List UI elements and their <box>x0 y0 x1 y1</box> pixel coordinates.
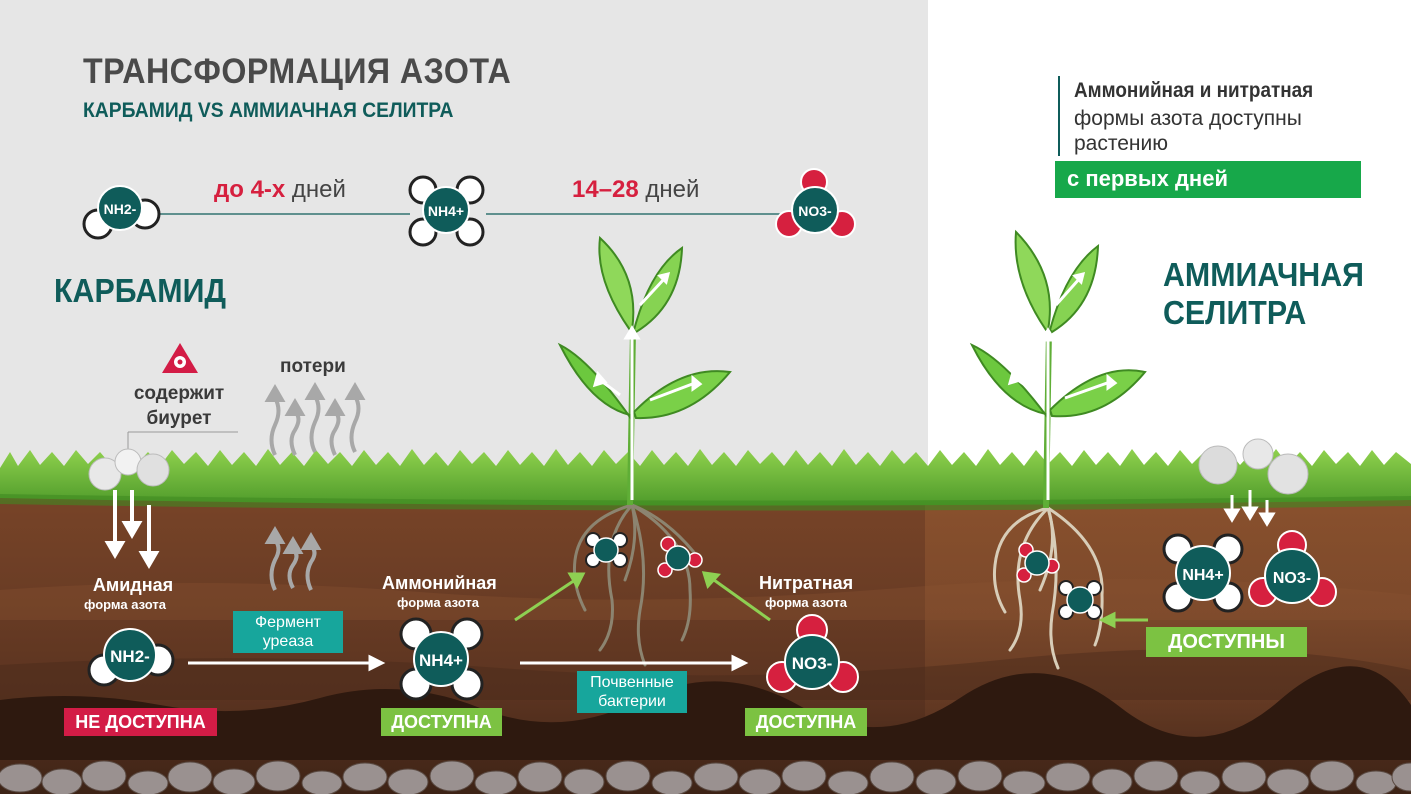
timeline-stage2: 14–28 дней <box>572 176 699 204</box>
warning-text: содержит биурет <box>133 383 225 429</box>
molecule-no3-right: NO3- <box>1248 530 1337 607</box>
info-bold: Аммонийная и нитратная <box>1074 79 1314 102</box>
mol-nh4-label: NH4+ <box>428 203 464 219</box>
molecule-no3-timeline: NO3- <box>775 168 856 238</box>
molecule-nh2-soil: NH2- <box>87 628 175 687</box>
page-subtitle: КАРБАМИД VS АММИАЧНАЯ СЕЛИТРА <box>83 99 454 122</box>
loss-arrows <box>264 382 366 591</box>
soil-nh4-label: NH4+ <box>419 651 463 670</box>
warning-icon <box>162 343 198 373</box>
stage2-unit: дней <box>645 176 700 203</box>
soil-no3-label: NO3- <box>792 654 833 673</box>
molecule-nh4-timeline: NH4+ <box>408 175 485 247</box>
badge-available-ammonium: ДОСТУПНА <box>381 708 502 736</box>
root-molecule-3 <box>1016 542 1060 583</box>
root-molecule-4 <box>1058 580 1102 620</box>
badge-unavailable: НЕ ДОСТУПНА <box>64 708 217 736</box>
badge-available-right: ДОСТУПНЫ <box>1146 627 1307 657</box>
stage1-highlight: до 4-х <box>214 176 286 203</box>
plant-left <box>557 235 732 667</box>
molecule-nh4-right: NH4+ <box>1162 533 1244 613</box>
nitrate-sub: форма азота <box>765 595 847 610</box>
stones <box>0 760 1411 794</box>
molecule-nh4-soil: NH4+ <box>399 617 484 701</box>
nitrate-title: Нитратная <box>759 573 854 593</box>
amide-sub: форма азота <box>84 597 166 612</box>
urea-granules <box>88 448 170 491</box>
root-molecule-2 <box>657 536 703 578</box>
molecule-no3-soil: NO3- <box>766 614 859 693</box>
badge-available-nitrate: ДОСТУПНА <box>745 708 867 736</box>
grass <box>0 449 1411 506</box>
stage2-highlight: 14–28 <box>572 176 639 203</box>
page-title: ТРАНСФОРМАЦИЯ АЗОТА <box>83 52 512 91</box>
soil-nh2-label: NH2- <box>110 647 150 666</box>
bacteria-box: Почвенные бактерии <box>577 671 687 713</box>
info-line3: растению <box>1074 132 1168 155</box>
losses-text: потери <box>280 356 346 377</box>
enzyme-box: Фермент уреаза <box>233 611 343 653</box>
mol-nh2-label: NH2- <box>104 201 137 217</box>
right-nh4-label: NH4+ <box>1182 567 1223 584</box>
info-line2: формы азота доступны <box>1074 107 1302 130</box>
uptake-arrows <box>514 571 1148 629</box>
nitrate-label: АММИАЧНАЯ СЕЛИТРА <box>1163 256 1364 331</box>
dark-soil-band <box>0 666 1411 760</box>
ammonium-title: Аммонийная <box>382 573 497 593</box>
root-molecule-1 <box>585 532 628 568</box>
amide-title: Амидная <box>92 575 174 595</box>
timeline-stage1: до 4-х дней <box>214 176 346 204</box>
info-panel: Аммонийная и нитратная формы азота досту… <box>1058 76 1340 156</box>
mol-no3-label: NO3- <box>798 203 832 219</box>
right-no3-label: NO3- <box>1273 570 1311 587</box>
urea-label: КАРБАМИД <box>54 272 227 309</box>
info-highlight-bar: с первых дней <box>1055 161 1361 198</box>
stage1-unit: дней <box>291 176 346 203</box>
ammonium-sub: форма азота <box>397 595 479 610</box>
nitrate-down-arrows <box>1223 490 1276 527</box>
plant-right <box>969 229 1147 670</box>
flow-arrows <box>188 654 749 672</box>
info-highlight: с первых дней <box>1067 166 1228 191</box>
nitrate-granules <box>1198 438 1309 495</box>
molecule-nh2-timeline: NH2- <box>82 185 161 240</box>
urea-down-arrows <box>104 490 160 569</box>
